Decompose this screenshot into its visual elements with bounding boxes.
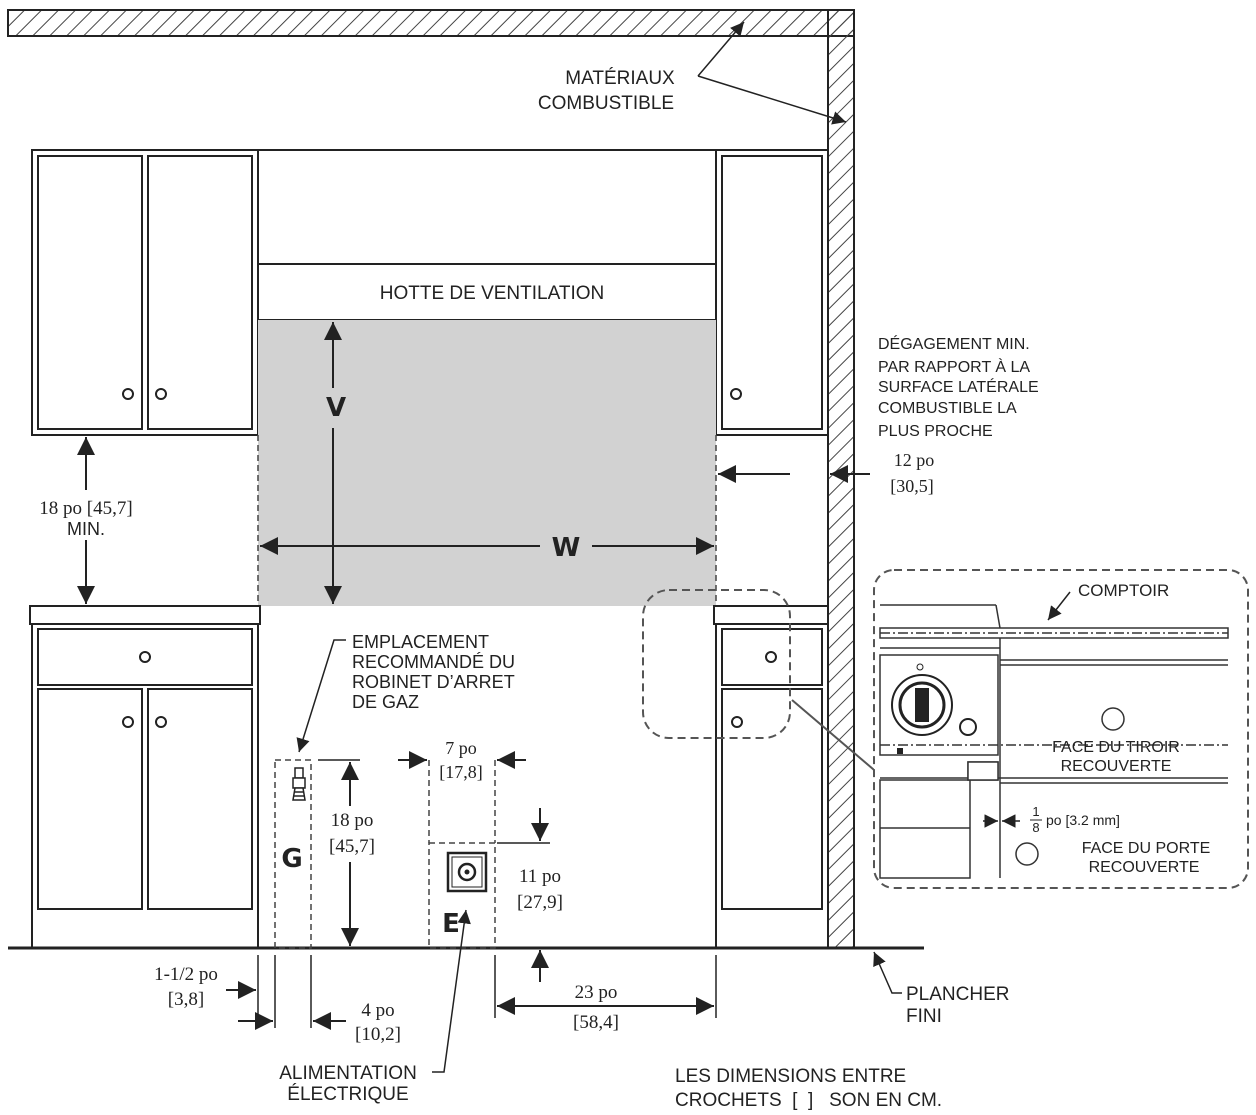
dimension-7: 7 po [17,8] bbox=[398, 738, 526, 782]
svg-text:11 po: 11 po bbox=[519, 866, 561, 887]
svg-text:[10,2]: [10,2] bbox=[355, 1024, 401, 1045]
svg-text:[27,9]: [27,9] bbox=[517, 892, 563, 913]
gas-valve-icon bbox=[292, 767, 306, 801]
dimension-23: 23 po [58,4] bbox=[494, 955, 717, 1033]
upper-cabinet-right bbox=[715, 149, 829, 436]
countertop-left bbox=[29, 605, 261, 625]
g-label: G bbox=[281, 844, 302, 874]
v-label: V bbox=[326, 393, 346, 423]
units-note: LES DIMENSIONS ENTRE CROCHETS [ ] SON EN… bbox=[675, 1066, 942, 1111]
svg-text:4 po: 4 po bbox=[361, 1000, 394, 1021]
fraction-dimension: 1 8 po [3.2 mm] bbox=[983, 804, 1120, 835]
dimension-18-left: 18 po [45,7] MIN. bbox=[39, 437, 133, 604]
combustible-label: MATÉRIAUX COMBUSTIBLE bbox=[538, 21, 847, 125]
dimension-18-gas: 18 po [45,7] bbox=[318, 759, 375, 946]
upper-cabinet-left bbox=[31, 149, 259, 436]
dimension-v: V bbox=[324, 322, 346, 604]
gas-valve-note: EMPLACEMENT RECOMMANDÉ DU ROBINET D’ARRE… bbox=[296, 632, 515, 753]
dimension-w: W bbox=[260, 533, 714, 563]
svg-text:RECOUVERTE: RECOUVERTE bbox=[1089, 859, 1200, 876]
svg-text:COMBUSTIBLE: COMBUSTIBLE bbox=[538, 93, 674, 114]
electrical-zone: E bbox=[428, 760, 496, 949]
svg-text:DÉGAGEMENT MIN.: DÉGAGEMENT MIN. bbox=[878, 334, 1030, 353]
svg-text:ROBINET D’ARRET: ROBINET D’ARRET bbox=[352, 672, 515, 692]
svg-text:7 po: 7 po bbox=[445, 738, 477, 758]
d18-left-min: MIN. bbox=[67, 519, 105, 539]
svg-text:1: 1 bbox=[1032, 804, 1039, 819]
comptoir-label: COMPTOIR bbox=[1078, 581, 1169, 600]
clearance-zone bbox=[258, 320, 716, 606]
svg-text:12 po: 12 po bbox=[894, 450, 935, 470]
svg-text:SURFACE LATÉRALE: SURFACE LATÉRALE bbox=[878, 377, 1039, 396]
svg-text:8: 8 bbox=[1032, 820, 1039, 835]
floor-label: PLANCHER FINI bbox=[873, 951, 1009, 1027]
dimension-1-5: 1-1/2 po [3,8] bbox=[154, 955, 276, 1028]
svg-text:[58,4]: [58,4] bbox=[573, 1012, 619, 1033]
svg-text:LES DIMENSIONS ENTRE: LES DIMENSIONS ENTRE bbox=[675, 1066, 906, 1087]
svg-text:18 po: 18 po bbox=[331, 810, 374, 831]
combustible-wall bbox=[7, 9, 855, 949]
svg-text:po [3.2 mm]: po [3.2 mm] bbox=[1046, 812, 1120, 828]
dimension-12: 12 po [30,5] bbox=[718, 450, 934, 496]
dimension-11: 11 po [27,9] bbox=[497, 808, 563, 982]
svg-text:23 po: 23 po bbox=[575, 982, 618, 1003]
detail-callout-box bbox=[642, 589, 791, 739]
svg-text:PLUS PROCHE: PLUS PROCHE bbox=[878, 423, 993, 440]
svg-text:1-1/2 po: 1-1/2 po bbox=[154, 964, 218, 985]
svg-text:EMPLACEMENT: EMPLACEMENT bbox=[352, 632, 489, 652]
electrical-note: ALIMENTATION ÉLECTRIQUE bbox=[279, 909, 471, 1105]
knob-icon bbox=[891, 663, 977, 754]
outlet-icon bbox=[446, 851, 488, 893]
lower-cabinet-right bbox=[715, 623, 829, 949]
e-label: E bbox=[442, 909, 460, 939]
countertop-right bbox=[713, 605, 829, 625]
detail-inset: COMPTOIR FACE DU TIROIR RECOUVERTE FACE … bbox=[873, 569, 1249, 889]
gas-valve-zone: G bbox=[274, 759, 312, 949]
svg-text:FINI: FINI bbox=[906, 1006, 942, 1027]
svg-text:DE GAZ: DE GAZ bbox=[352, 692, 419, 712]
svg-text:ALIMENTATION: ALIMENTATION bbox=[279, 1063, 417, 1084]
svg-text:COMBUSTIBLE LA: COMBUSTIBLE LA bbox=[878, 400, 1017, 417]
svg-text:MATÉRIAUX: MATÉRIAUX bbox=[565, 68, 675, 89]
svg-text:CROCHETS [ ] SON EN CM.: CROCHETS [ ] SON EN CM. bbox=[675, 1090, 942, 1111]
side-clearance-note: DÉGAGEMENT MIN. PAR RAPPORT À LA SURFACE… bbox=[878, 334, 1039, 440]
svg-text:[3,8]: [3,8] bbox=[168, 989, 204, 1010]
svg-text:RECOUVERTE: RECOUVERTE bbox=[1061, 758, 1172, 775]
w-label: W bbox=[552, 533, 581, 563]
ventilation-hood: HOTTE DE VENTILATION bbox=[257, 149, 717, 321]
svg-text:FACE DU TIROIR: FACE DU TIROIR bbox=[1052, 739, 1180, 756]
d18-left-label: 18 po [45,7] bbox=[39, 498, 132, 519]
svg-text:FACE DU PORTE: FACE DU PORTE bbox=[1082, 840, 1211, 857]
svg-text:ÉLECTRIQUE: ÉLECTRIQUE bbox=[287, 1084, 408, 1105]
svg-text:[45,7]: [45,7] bbox=[329, 836, 375, 857]
svg-text:[17,8]: [17,8] bbox=[439, 762, 483, 782]
svg-text:PLANCHER: PLANCHER bbox=[906, 984, 1009, 1005]
dimension-4: 4 po [10,2] bbox=[238, 955, 401, 1045]
hood-label: HOTTE DE VENTILATION bbox=[380, 283, 605, 304]
lower-cabinet-left bbox=[31, 623, 259, 949]
svg-text:PAR RAPPORT À LA: PAR RAPPORT À LA bbox=[878, 357, 1030, 376]
svg-text:RECOMMANDÉ DU: RECOMMANDÉ DU bbox=[352, 652, 515, 672]
svg-text:[30,5]: [30,5] bbox=[890, 476, 934, 496]
